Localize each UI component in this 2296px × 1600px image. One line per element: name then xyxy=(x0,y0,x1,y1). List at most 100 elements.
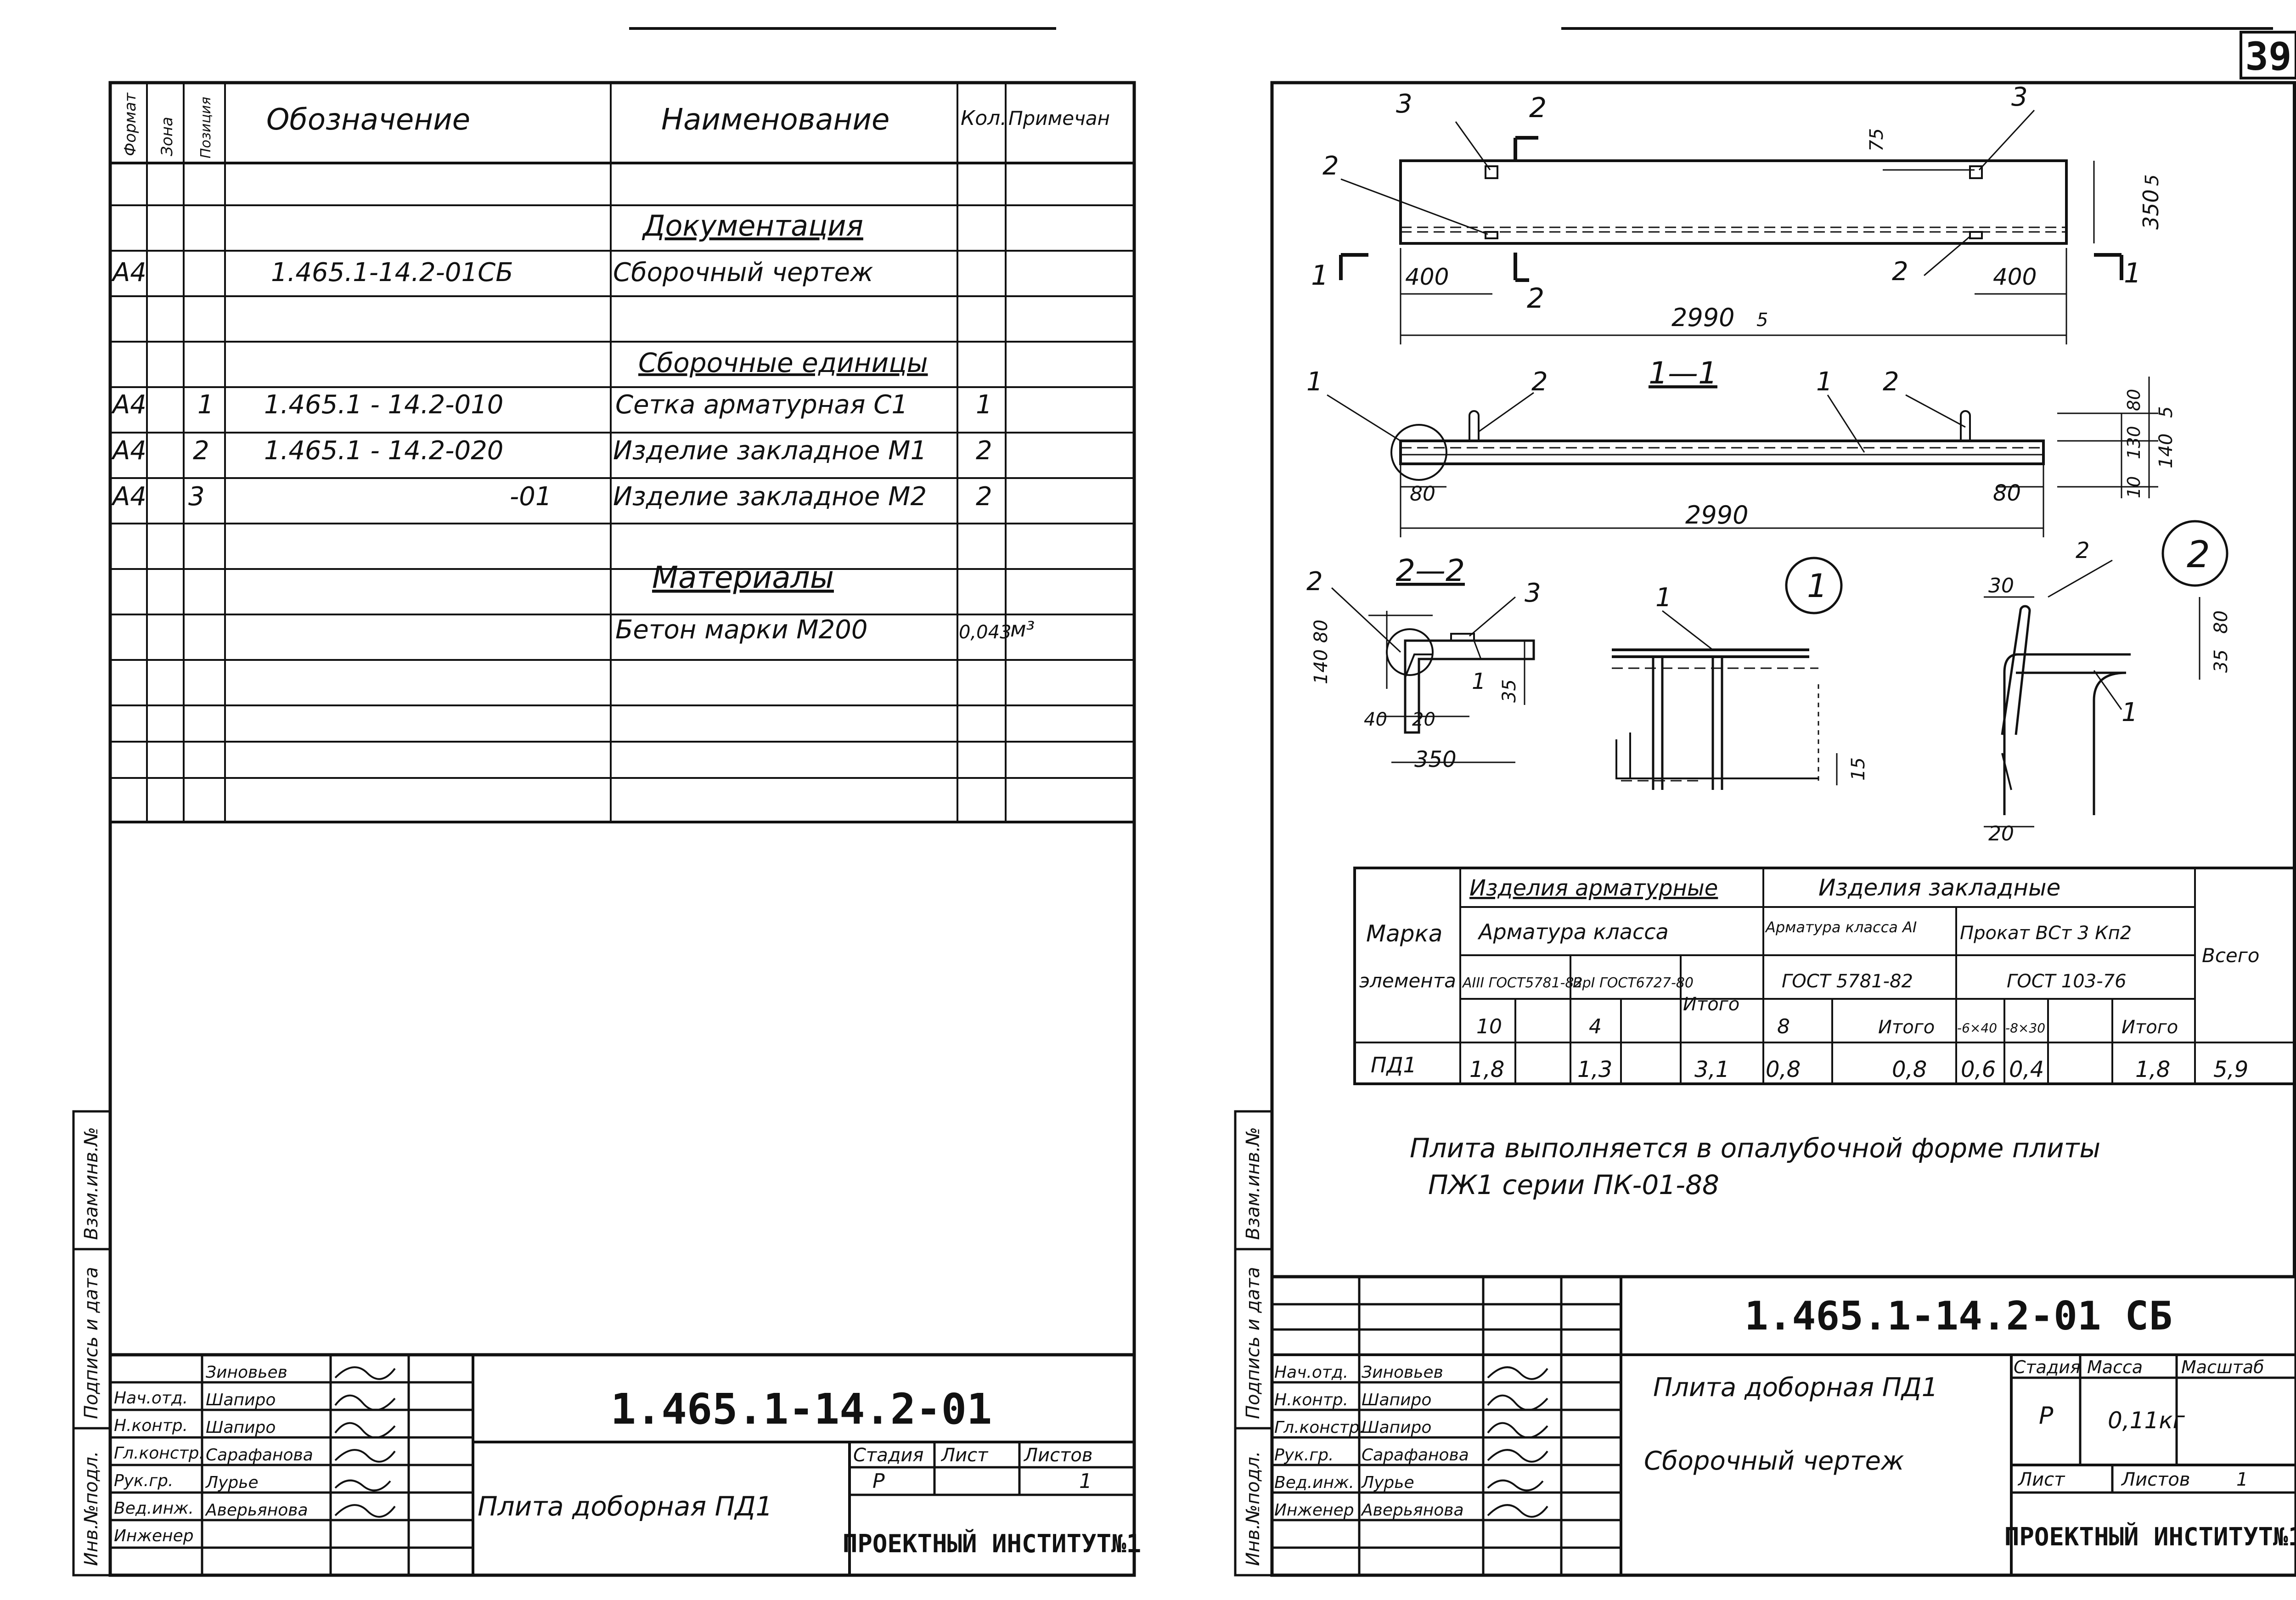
right-person-3: Шапиро xyxy=(1362,1418,1431,1437)
hdr-qty: Кол. xyxy=(961,107,1007,130)
right-sign-date-label: Подпись и дата xyxy=(1243,1267,1264,1419)
right-inv-orig-label: Инв.№подл. xyxy=(1243,1451,1264,1566)
row3-pos: 2 xyxy=(193,436,209,466)
tbl-row-p830: 0,4 xyxy=(2009,1057,2044,1082)
left-inv-orig-label: Инв.№подл. xyxy=(81,1451,102,1566)
tbl-gost3: ГОСТ 103-76 xyxy=(2007,971,2127,992)
sec11-label-2b: 2 xyxy=(1883,367,1899,397)
row3-name: Изделие закладное М1 xyxy=(613,436,927,466)
sec11-label-1b: 1 xyxy=(1816,367,1833,397)
tbl-row-v8: 0,8 xyxy=(1766,1057,1801,1082)
dim-15-node1: 15 xyxy=(1848,757,1869,781)
tbl-group1: Изделия арматурные xyxy=(1469,875,1718,901)
tbl-gost2: ГОСТ 5781-82 xyxy=(1782,971,1913,992)
left-person-5: Лурье xyxy=(205,1473,259,1492)
left-sheets-label: Листов xyxy=(1023,1445,1092,1466)
hdr-designation: Обозначение xyxy=(266,103,470,137)
row2-pos: 1 xyxy=(197,390,214,420)
right-person-5: Лурье xyxy=(1361,1473,1414,1492)
left-sign-date-label: Подпись и дата xyxy=(81,1267,102,1419)
dim-30-node2: 30 xyxy=(1988,574,2014,597)
right-stage-label: Стадия xyxy=(2014,1357,2081,1377)
tbl-row-v4: 1,3 xyxy=(1577,1057,1612,1082)
tbl-row-it3: 1,8 xyxy=(2135,1057,2170,1082)
right-inv-sub-label: Взам.инв.№ xyxy=(1243,1127,1264,1240)
left-person-1: Зиновьев xyxy=(206,1363,287,1382)
section-1-1-title: 1—1 xyxy=(1649,355,1717,391)
left-title-block xyxy=(110,1353,1134,1575)
note-line-1: Плита выполняется в опалубочной форме пл… xyxy=(1410,1132,2100,1164)
row3-format: A4 xyxy=(111,436,146,466)
right-role-6: Инженер xyxy=(1274,1501,1354,1520)
dim-400-right: 400 xyxy=(1993,264,2037,290)
tbl-row-p640: 0,6 xyxy=(1961,1057,1996,1082)
dim-140-s22: 140 xyxy=(1311,649,1332,684)
left-person-6: Аверьянова xyxy=(205,1501,308,1520)
section-documentation: Документация xyxy=(642,209,863,242)
tbl-itogo3: Итого xyxy=(2122,1017,2178,1038)
row1-format: A4 xyxy=(111,258,146,287)
section-materials: Материалы xyxy=(652,560,834,595)
tbl-row-total: 5,9 xyxy=(2213,1057,2248,1082)
cut-1-left: 1 xyxy=(1311,259,1328,292)
sheet-number: 39 xyxy=(2245,34,2291,79)
dim-35-node2: 35 xyxy=(2211,649,2232,673)
dim-20-s22: 20 xyxy=(1412,709,1435,730)
tbl-vsego: Всего xyxy=(2202,944,2260,967)
hdr-zone: Зона xyxy=(158,117,176,156)
node1-pos-1: 1 xyxy=(1655,583,1672,613)
row1-designation: 1.465.1-14.2-01СБ xyxy=(271,258,513,287)
tbl-row-v10: 1,8 xyxy=(1469,1057,1504,1082)
dim-80-right: 80 xyxy=(1993,480,2021,506)
left-role-2: Н.контр. xyxy=(114,1416,188,1435)
hdr-name: Наименование xyxy=(661,103,889,137)
row3-qty: 2 xyxy=(976,436,992,466)
left-frame xyxy=(108,81,1136,1577)
right-sheets-label: Листов xyxy=(2121,1469,2190,1490)
left-role-1: Нач.отд. xyxy=(114,1389,188,1408)
tbl-itogo2: Итого xyxy=(1878,1017,1935,1038)
row2-designation: 1.465.1 - 14.2-010 xyxy=(264,390,503,420)
node-1-label: 1 xyxy=(1807,567,1828,605)
node-2-label: 2 xyxy=(2187,533,2210,576)
row2-name: Сетка арматурная С1 xyxy=(615,390,908,420)
dim-40-s22: 40 xyxy=(1364,709,1387,730)
section-assembly-units: Сборочные единицы xyxy=(638,347,928,378)
hdr-format: Формат xyxy=(121,92,140,156)
dim-35-s22: 35 xyxy=(1499,679,1520,703)
left-sheet: Взам.инв.№ Подпись и дата Инв.№подл. xyxy=(72,81,1141,1577)
dim-80-left: 80 xyxy=(1410,482,1435,506)
row4-format: A4 xyxy=(111,482,146,512)
plan-label-2a: 2 xyxy=(1322,151,1339,181)
right-role-1: Нач.отд. xyxy=(1274,1363,1348,1382)
section-2-2 xyxy=(1331,587,1535,763)
dim-20-node2: 20 xyxy=(1988,822,2014,845)
hdr-note: Примечан xyxy=(1008,107,1110,130)
left-person-3: Шапиро xyxy=(206,1418,276,1437)
section-1-1 xyxy=(1327,377,2158,537)
right-sheets: 1 xyxy=(2236,1469,2248,1490)
tbl-row-it1: 3,1 xyxy=(1694,1057,1729,1082)
cut-2-bottom: 2 xyxy=(1527,282,1544,315)
right-role-2: Н.контр. xyxy=(1274,1391,1348,1409)
left-role-3: Гл.констр. xyxy=(114,1444,204,1463)
sec22-label-3: 3 xyxy=(1525,578,1541,608)
dim-2990-top: 2990 xyxy=(1671,303,1734,332)
node-2-detail xyxy=(1984,520,2228,828)
right-person-4: Сарафанова xyxy=(1362,1446,1469,1465)
node2-pos-1: 1 xyxy=(2122,698,2138,727)
dim-80-s22: 80 xyxy=(1311,620,1332,643)
left-sheet-label: Лист xyxy=(940,1445,989,1466)
tbl-dia-10: 10 xyxy=(1476,1015,1502,1038)
tbl-marka: Марка xyxy=(1366,920,1442,947)
tbl-sub3: Прокат ВСт 3 Кп2 xyxy=(1960,923,2132,944)
right-sheet-label: Лист xyxy=(2017,1469,2065,1490)
left-role-4: Рук.гр. xyxy=(114,1471,173,1490)
plan-label-3a: 3 xyxy=(1396,89,1412,119)
row5-note: м³ xyxy=(1010,617,1035,642)
left-role-5: Вед.инж. xyxy=(114,1499,194,1518)
left-inv-sub-label: Взам.инв.№ xyxy=(81,1127,102,1240)
right-doc-title: Плита доборная ПД1 xyxy=(1653,1373,1938,1403)
tol-5-top: 5 xyxy=(1756,310,1768,331)
